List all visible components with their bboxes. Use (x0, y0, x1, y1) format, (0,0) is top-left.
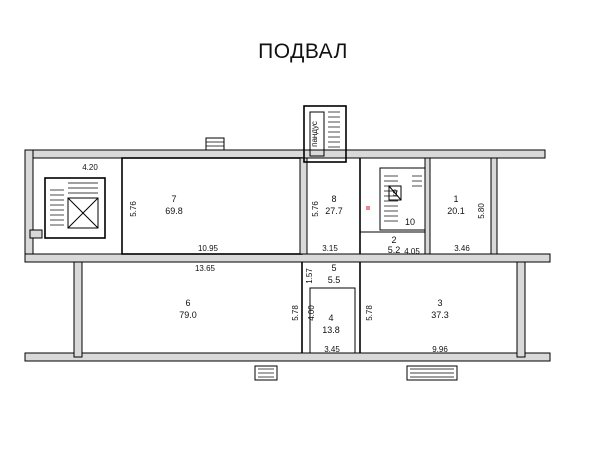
dim-9-96: 9.96 (432, 345, 448, 354)
room-8-number: 8 (331, 194, 336, 204)
dim-4-05: 4.05 (404, 247, 420, 256)
dim-10-95: 10.95 (198, 244, 219, 253)
room-6-area: 79.0 (179, 310, 197, 320)
dim-5-78-a: 5.78 (291, 305, 300, 321)
dim-3-46: 3.46 (454, 244, 470, 253)
bottom-stairs (254, 365, 458, 381)
dim-4-00: 4.00 (307, 305, 316, 321)
upper-partitions (121, 157, 431, 255)
room-1-area: 20.1 (447, 206, 465, 216)
elevator-cross-b (67, 197, 99, 229)
room-3-number: 3 (437, 298, 442, 308)
room-1-number: 1 (453, 194, 458, 204)
room-2-area: 5.2 (388, 245, 401, 255)
room-9-cross (388, 185, 402, 201)
outer-walls (24, 149, 551, 362)
dim-3-15: 3.15 (322, 244, 338, 253)
room-5-area: 5.5 (328, 275, 341, 285)
dim-13-65: 13.65 (195, 264, 216, 273)
room-5-number: 5 (331, 263, 336, 273)
stairwell-outline (44, 177, 106, 239)
room-6-number: 6 (185, 298, 190, 308)
dim-5-76-a: 5.76 (129, 201, 138, 217)
room-10-number: 10 (405, 217, 415, 227)
entry-step (29, 229, 43, 239)
room-9-box (388, 185, 402, 201)
plan-title: ПОДВАЛ (258, 40, 348, 63)
dim-3-45: 3.45 (324, 345, 340, 354)
dim-4-20: 4.20 (82, 163, 98, 172)
room-9-number: 9 (392, 188, 397, 198)
ramp-label: пандус (310, 121, 319, 147)
left-outer-wall-upper (24, 149, 34, 261)
stairwell-steps (50, 182, 98, 226)
dim-5-76-b: 5.76 (311, 201, 320, 217)
bottom-outer-wall (24, 352, 551, 362)
inner-stairs (384, 175, 422, 222)
room-4-number: 4 (328, 313, 333, 323)
room-2-number: 2 (391, 235, 396, 245)
lower-partitions (301, 262, 361, 354)
ramp (303, 105, 347, 163)
top-outer-wall (24, 149, 546, 159)
right-inner-wall (490, 157, 498, 259)
room-3-area: 37.3 (431, 310, 449, 320)
room-7-number: 7 (171, 194, 176, 204)
left-outer-wall-lower (73, 261, 83, 358)
vent-top (205, 137, 225, 151)
wall-10-1 (424, 157, 431, 255)
left-stairwell (29, 177, 106, 239)
dim-1-57: 1.57 (305, 268, 314, 284)
room-4-area: 13.8 (322, 325, 340, 335)
middle-wall (24, 253, 551, 263)
dim-5-78-b: 5.78 (365, 305, 374, 321)
right-outer-wall-lower (516, 261, 526, 358)
room-7-outline (121, 157, 303, 255)
room-8-area: 27.7 (325, 206, 343, 216)
dim-5-80: 5.80 (477, 203, 486, 219)
wall-7-8 (299, 157, 308, 255)
room-4-outline (309, 287, 356, 354)
elevator-shaft (67, 197, 99, 229)
red-marker (366, 206, 370, 210)
room-7-area: 69.8 (165, 206, 183, 216)
